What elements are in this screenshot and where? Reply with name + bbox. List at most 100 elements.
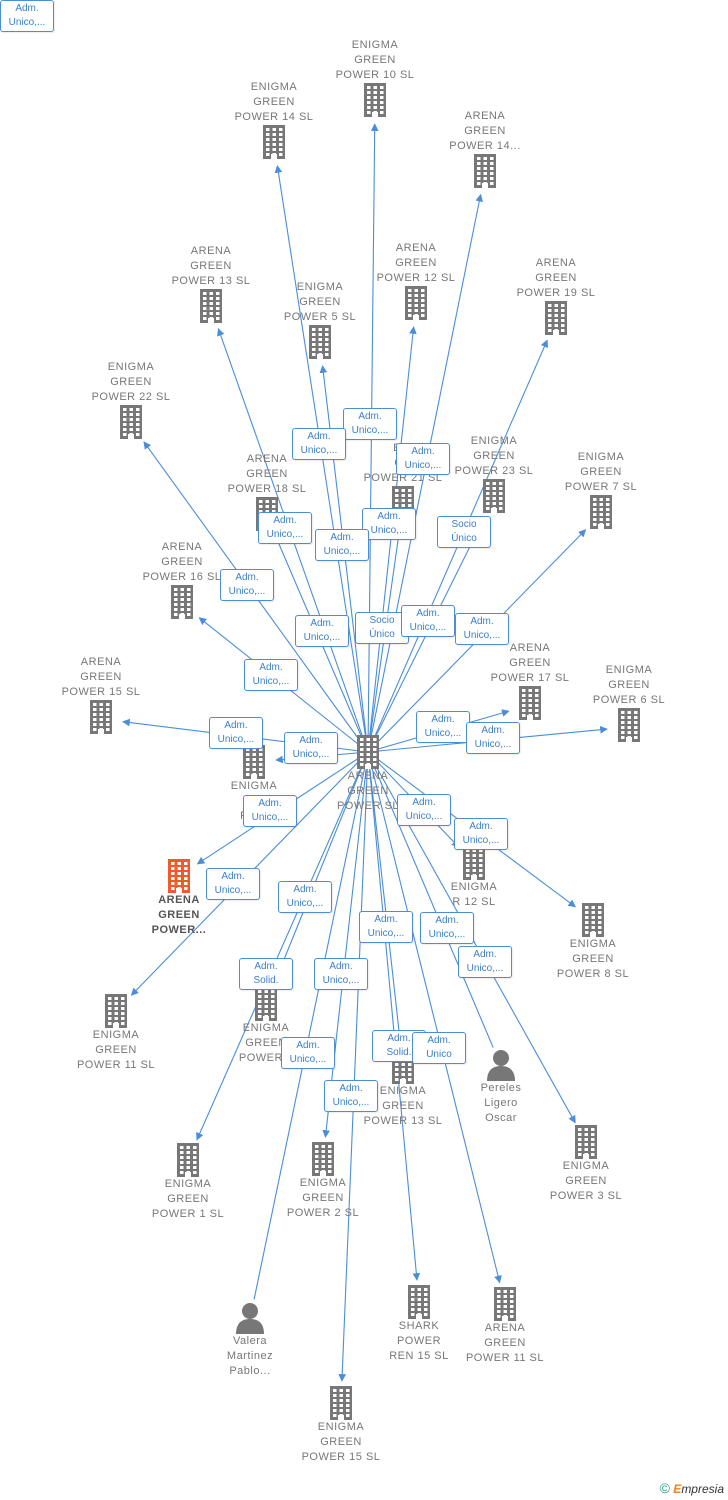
edge-role-label[interactable]: Adm. Unico,... bbox=[244, 659, 298, 691]
building-icon bbox=[216, 987, 316, 1021]
edge-role-label[interactable]: Adm. Unico,... bbox=[466, 722, 520, 754]
edge-eg13 bbox=[367, 751, 404, 1046]
node-label: ARENA GREEN POWER... bbox=[151, 894, 207, 936]
edge-role-label[interactable]: Adm. Unico,... bbox=[284, 732, 338, 764]
building-icon bbox=[551, 495, 651, 529]
edge-role-label[interactable]: Adm. Unico,... bbox=[220, 569, 274, 601]
building-icon bbox=[435, 154, 535, 188]
node-ag19[interactable]: ARENA GREEN POWER 19 SL bbox=[506, 256, 606, 335]
node-eg5[interactable]: ENIGMA GREEN POWER 5 SL bbox=[270, 280, 370, 359]
edge-shark bbox=[367, 751, 421, 1281]
node-eg14[interactable]: ENIGMA GREEN POWER 14 SL bbox=[224, 80, 324, 159]
node-label: ENIGMA GREEN POWER 23 SL bbox=[454, 435, 534, 477]
node-label: ENIGMA GREEN POWER 13 SL bbox=[363, 1085, 443, 1127]
edge-role-label[interactable]: Adm. Unico,... bbox=[401, 605, 455, 637]
node-label: ARENA GREEN POWER 16 SL bbox=[142, 541, 222, 583]
node-label: ARENA GREEN POWER 15 SL bbox=[61, 656, 141, 698]
node-label: ENIGMA GREEN POWER 15 SL bbox=[301, 1421, 381, 1463]
node-focus[interactable]: ARENA GREEN POWER... bbox=[129, 859, 229, 938]
edge-role-label[interactable]: Adm. Unico,... bbox=[315, 529, 369, 561]
node-eg3[interactable]: ENIGMA GREEN POWER 3 SL bbox=[536, 1125, 636, 1204]
edge-role-label[interactable]: Adm. Unico,... bbox=[362, 508, 416, 540]
building-icon bbox=[129, 859, 229, 893]
node-eg11[interactable]: ENIGMA GREEN POWER 11 SL bbox=[66, 994, 166, 1073]
edge-role-label[interactable]: Adm. Unico,... bbox=[343, 408, 397, 440]
person-icon bbox=[451, 1049, 551, 1081]
node-ag16[interactable]: ARENA GREEN POWER 16 SL bbox=[132, 540, 232, 619]
building-icon bbox=[161, 289, 261, 323]
building-icon bbox=[506, 301, 606, 335]
brand-initial: E bbox=[673, 1482, 682, 1496]
building-icon bbox=[138, 1143, 238, 1177]
node-eg4[interactable]: ENIGMA GREEN POWER 4 bbox=[216, 987, 316, 1066]
node-eg15[interactable]: ENIGMA GREEN POWER 15 SL bbox=[291, 1386, 391, 1465]
node-eg2[interactable]: ENIGMA GREEN POWER 2 SL bbox=[273, 1142, 373, 1221]
edge-role-label[interactable]: Adm. Unico,... bbox=[0, 0, 54, 32]
node-ag12[interactable]: ARENA GREEN POWER 12 SL bbox=[366, 241, 466, 320]
edge-role-label[interactable]: Adm. Unico,... bbox=[243, 795, 297, 827]
edge-role-label[interactable]: Adm. Unico,... bbox=[295, 615, 349, 647]
edge-role-label[interactable]: Adm. Unico,... bbox=[420, 912, 474, 944]
node-pereles[interactable]: Pereles Ligero Oscar bbox=[451, 1049, 551, 1126]
edge-role-label[interactable]: Socio Único bbox=[355, 612, 409, 644]
edge-role-label[interactable]: Adm. Unico,... bbox=[292, 428, 346, 460]
edge-role-label[interactable]: Adm. Unico,... bbox=[455, 613, 509, 645]
building-icon bbox=[366, 286, 466, 320]
node-label: ARENA GREEN POWER 17 SL bbox=[490, 642, 570, 684]
node-label: ENIGMA GREEN POWER 1 SL bbox=[151, 1178, 225, 1220]
edge-role-label[interactable]: Adm. Unico,... bbox=[396, 443, 450, 475]
node-ag17[interactable]: ARENA GREEN POWER 17 SL bbox=[480, 641, 580, 720]
node-valera[interactable]: Valera Martinez Pablo... bbox=[200, 1302, 300, 1379]
node-eg10[interactable]: ENIGMA GREEN POWER 10 SL bbox=[325, 38, 425, 117]
edge-role-label[interactable]: Adm. Unico bbox=[412, 1032, 466, 1064]
edge-role-label[interactable]: Adm. Unico,... bbox=[281, 1037, 335, 1069]
node-eg7[interactable]: ENIGMA GREEN POWER 7 SL bbox=[551, 450, 651, 529]
edge-role-label[interactable]: Adm. Unico,... bbox=[416, 711, 470, 743]
building-icon bbox=[318, 735, 418, 769]
edge-role-label[interactable]: Adm. Unico,... bbox=[359, 911, 413, 943]
node-ag14[interactable]: ARENA GREEN POWER 14... bbox=[435, 109, 535, 188]
edge-role-label[interactable]: Adm. Unico,... bbox=[454, 818, 508, 850]
edge-role-label[interactable]: Adm. Unico,... bbox=[458, 946, 512, 978]
building-icon bbox=[81, 405, 181, 439]
edge-eg2 bbox=[322, 751, 369, 1138]
edge-role-label[interactable]: Adm. Unico,... bbox=[209, 717, 263, 749]
node-ag15[interactable]: ARENA GREEN POWER 15 SL bbox=[51, 655, 151, 734]
node-label: Valera Martinez Pablo... bbox=[226, 1335, 274, 1377]
building-icon bbox=[51, 700, 151, 734]
node-label: ARENA GREEN POWER 11 SL bbox=[465, 1322, 545, 1364]
node-label: ARENA GREEN POWER 12 SL bbox=[376, 242, 456, 284]
node-eg23[interactable]: ENIGMA GREEN POWER 23 SL bbox=[444, 434, 544, 513]
edge-role-label[interactable]: Adm. Unico,... bbox=[324, 1080, 378, 1112]
node-shark[interactable]: SHARK POWER REN 15 SL bbox=[369, 1285, 469, 1364]
node-label: ENIGMA GREEN POWER 4 bbox=[238, 1022, 293, 1064]
node-eg22[interactable]: ENIGMA GREEN POWER 22 SL bbox=[81, 360, 181, 439]
edge-role-label[interactable]: Adm. Unico,... bbox=[278, 881, 332, 913]
node-label: ARENA GREEN POWER 18 SL bbox=[227, 453, 307, 495]
node-ag13[interactable]: ARENA GREEN POWER 13 SL bbox=[161, 244, 261, 323]
node-ag11[interactable]: ARENA GREEN POWER 11 SL bbox=[455, 1287, 555, 1366]
node-center[interactable]: ARENA GREEN POWER SL bbox=[318, 735, 418, 814]
edge-role-label[interactable]: Adm. Unico,... bbox=[206, 868, 260, 900]
building-icon bbox=[270, 325, 370, 359]
node-label: Pereles Ligero Oscar bbox=[480, 1082, 522, 1124]
edge-role-label[interactable]: Socio Único bbox=[437, 516, 491, 548]
edge-role-label[interactable]: Adm. Unico,... bbox=[314, 958, 368, 990]
node-label: ENIGMA R 12 SL bbox=[450, 881, 498, 908]
building-icon bbox=[224, 125, 324, 159]
edge-role-label[interactable]: Adm. Solid. bbox=[239, 958, 293, 990]
node-eg12[interactable]: ENIGMA R 12 SL bbox=[424, 846, 524, 910]
building-icon bbox=[273, 1142, 373, 1176]
node-eg6[interactable]: ENIGMA GREEN POWER 6 SL bbox=[579, 663, 679, 742]
person-icon bbox=[200, 1302, 300, 1334]
edge-pereles bbox=[367, 751, 494, 1048]
building-icon bbox=[579, 708, 679, 742]
node-eg8[interactable]: ENIGMA GREEN POWER 8 SL bbox=[543, 903, 643, 982]
building-icon bbox=[543, 903, 643, 937]
edge-role-label[interactable]: Adm. Unico,... bbox=[397, 794, 451, 826]
edge-role-label[interactable]: Adm. Unico,... bbox=[258, 512, 312, 544]
building-icon bbox=[132, 585, 232, 619]
brand-name: mpresia bbox=[681, 1482, 724, 1496]
node-eg1[interactable]: ENIGMA GREEN POWER 1 SL bbox=[138, 1143, 238, 1222]
footer-brand[interactable]: © Empresia bbox=[660, 1480, 724, 1496]
